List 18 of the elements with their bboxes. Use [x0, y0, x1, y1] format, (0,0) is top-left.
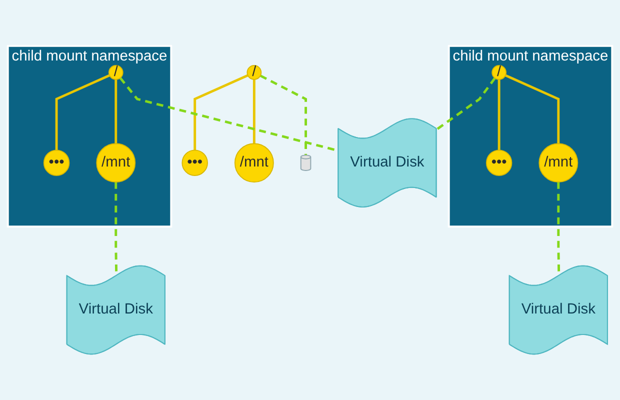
node-circle: •••	[486, 150, 512, 176]
connector	[252, 79, 256, 144]
connector	[114, 79, 118, 144]
connector	[504, 74, 560, 144]
node-cylinder	[300, 154, 312, 171]
node-circle: /mnt	[538, 143, 578, 183]
connector	[194, 74, 248, 150]
node-circle: /mnt	[96, 143, 136, 183]
node-circle: /	[108, 65, 124, 80]
connector	[436, 77, 496, 130]
connector	[498, 79, 500, 150]
node-circle: /	[246, 65, 262, 80]
node-circle: •••	[182, 150, 208, 176]
connector	[260, 74, 307, 156]
node-circle: •••	[43, 150, 70, 176]
node-circle: /	[492, 65, 506, 80]
connector	[55, 74, 110, 150]
node-circle: /mnt	[234, 143, 274, 183]
